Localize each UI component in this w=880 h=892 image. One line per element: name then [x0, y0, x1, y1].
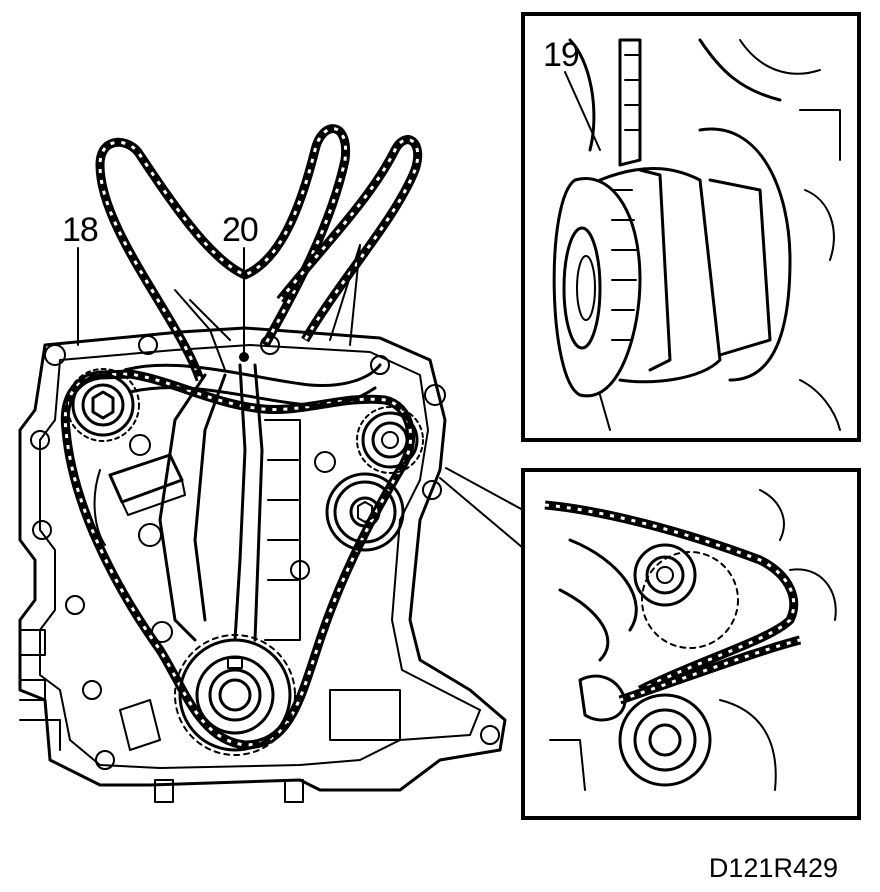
figure-reference-code: D121R429 — [708, 853, 838, 883]
engine-front-housing — [18, 326, 507, 803]
detail-view-bottom — [521, 468, 861, 820]
leader-lines — [77, 71, 601, 549]
main-timing-chain — [60, 369, 416, 750]
upper-chain-loops — [95, 124, 423, 382]
sprocket-icon — [66, 368, 140, 442]
callout-label-19: 19 — [543, 36, 580, 74]
tensioner-icon — [93, 434, 186, 546]
detail-view-top — [521, 12, 861, 442]
idler-sprocket — [356, 406, 424, 474]
pulley-icon — [325, 472, 405, 552]
callout-label-18: 18 — [62, 211, 99, 249]
chain-guide-rails — [123, 289, 382, 642]
crank-sprocket — [174, 634, 296, 756]
callout-label-20: 20 — [222, 211, 259, 249]
